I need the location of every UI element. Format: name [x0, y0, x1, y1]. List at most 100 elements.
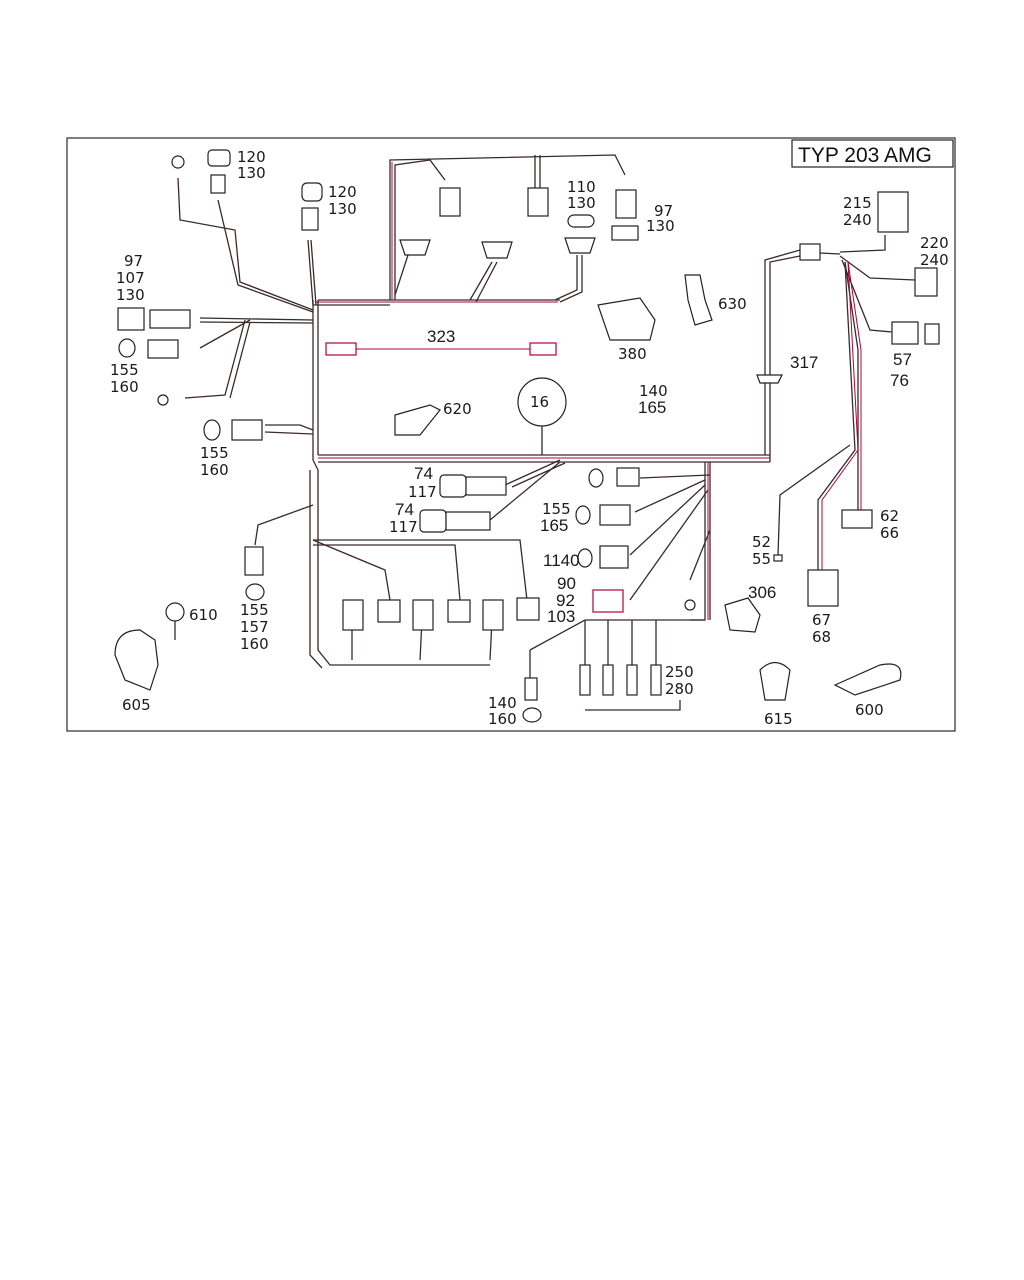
label-240-a: 240	[843, 211, 872, 229]
coil-connector-1	[342, 599, 364, 631]
coil-connector-5	[482, 599, 504, 631]
label-165-b: 165	[540, 516, 568, 535]
injector-connector-2	[527, 187, 549, 217]
connector-155-160-b	[231, 419, 263, 441]
label-155-d: 155	[542, 500, 571, 518]
label-74-b: 74	[395, 500, 414, 519]
label-160-b: 160	[200, 461, 229, 479]
connector-155-157-160	[244, 546, 264, 576]
connector-90-92-103	[592, 589, 624, 613]
label-120-a: 120	[237, 148, 266, 166]
eyelet-right	[684, 599, 696, 611]
label-155-b: 155	[200, 444, 229, 462]
label-317: 317	[790, 353, 818, 372]
label-130-b: 130	[328, 200, 357, 218]
label-160-c: 160	[240, 635, 269, 653]
connector-120-130-housing	[210, 174, 226, 194]
label-380: 380	[618, 345, 647, 363]
label-110: 110	[567, 178, 596, 196]
terminal-52-55	[773, 554, 783, 562]
screw-610	[165, 602, 185, 622]
label-16: 16	[530, 393, 549, 411]
clip-306	[724, 597, 761, 633]
ring-terminal	[171, 155, 185, 169]
connector-1140	[599, 545, 629, 569]
label-57: 57	[893, 350, 912, 369]
label-74-a: 74	[414, 464, 433, 483]
clip-615	[759, 661, 791, 701]
label-215: 215	[843, 194, 872, 212]
label-66: 66	[880, 524, 899, 542]
lead-323-right	[529, 342, 557, 356]
lead-323-left	[325, 342, 357, 356]
label-220: 220	[920, 234, 949, 252]
label-605: 605	[122, 696, 151, 714]
label-620: 620	[443, 400, 472, 418]
temp-sensor-4	[650, 664, 662, 696]
label-630: 630	[718, 295, 747, 313]
sensor-74-117-a	[439, 474, 467, 498]
grommet-155-160	[118, 338, 136, 358]
label-68: 68	[812, 628, 831, 646]
injector-plug-1	[399, 239, 431, 256]
temp-sensor-2	[602, 664, 614, 696]
sensor-74-117-a-body	[465, 476, 507, 496]
components	[114, 149, 940, 723]
label-323: 323	[427, 327, 455, 346]
label-76: 76	[890, 371, 909, 390]
label-140-b: 140	[488, 694, 517, 712]
label-97-b: 97	[654, 202, 673, 220]
label-67: 67	[812, 611, 831, 629]
connector-120-130	[207, 149, 231, 167]
grommet-317	[756, 374, 783, 384]
label-240-b: 240	[920, 251, 949, 269]
injector-connector-1	[439, 187, 461, 217]
connector-120-130-b-housing	[301, 207, 319, 231]
grommet-140-165	[588, 468, 604, 488]
label-130-d: 130	[567, 194, 596, 212]
bracket-630	[684, 274, 713, 326]
coil-connector-4	[447, 599, 471, 623]
temp-sensor-3	[626, 664, 638, 696]
temp-sensor-1	[579, 664, 591, 696]
connector-215-240	[877, 191, 909, 233]
connector-220-240	[914, 267, 938, 297]
injector-plug-2	[481, 241, 513, 259]
label-117-a: 117	[408, 483, 437, 501]
label-130-a: 130	[237, 164, 266, 182]
label-280: 280	[665, 680, 694, 698]
eyelet-terminal	[157, 394, 169, 406]
label-52: 52	[752, 533, 771, 551]
connector-155-165	[599, 504, 631, 526]
coil-connector-2	[377, 599, 401, 623]
connector-120-130-b	[301, 182, 323, 202]
label-140-a: 140	[639, 382, 668, 400]
label-160-d: 160	[488, 710, 517, 728]
label-155-c: 155	[240, 601, 269, 619]
label-250: 250	[665, 663, 694, 681]
grommet-155-160-b	[203, 419, 221, 441]
grommet-140-160	[522, 707, 542, 723]
diagram-title: TYP 203 AMG	[798, 144, 932, 167]
cable-tie-600	[833, 663, 902, 696]
label-160-a: 160	[110, 378, 139, 396]
callout-labels: 120 130 120 130 97 107 130 155 160 155 1…	[110, 148, 949, 728]
label-107: 107	[116, 269, 145, 287]
connector-67-68	[807, 569, 839, 607]
label-155-a: 155	[110, 361, 139, 379]
clip-605	[114, 629, 159, 691]
connector-110-130	[567, 214, 595, 228]
harness-sleeve	[799, 243, 821, 261]
sensor-74-117-b-body	[445, 511, 491, 531]
title-box: TYP 203 AMG	[791, 139, 954, 168]
diagram-frame	[66, 137, 956, 732]
module-57-76	[891, 321, 919, 345]
label-117-b: 117	[389, 518, 418, 536]
connector-97-107-130-plug	[149, 309, 191, 329]
grommet-155-165	[575, 505, 591, 525]
label-130-e: 130	[646, 217, 675, 235]
coil-connector-3	[412, 599, 434, 631]
grommet-1140	[577, 548, 593, 568]
label-130-c: 130	[116, 286, 145, 304]
